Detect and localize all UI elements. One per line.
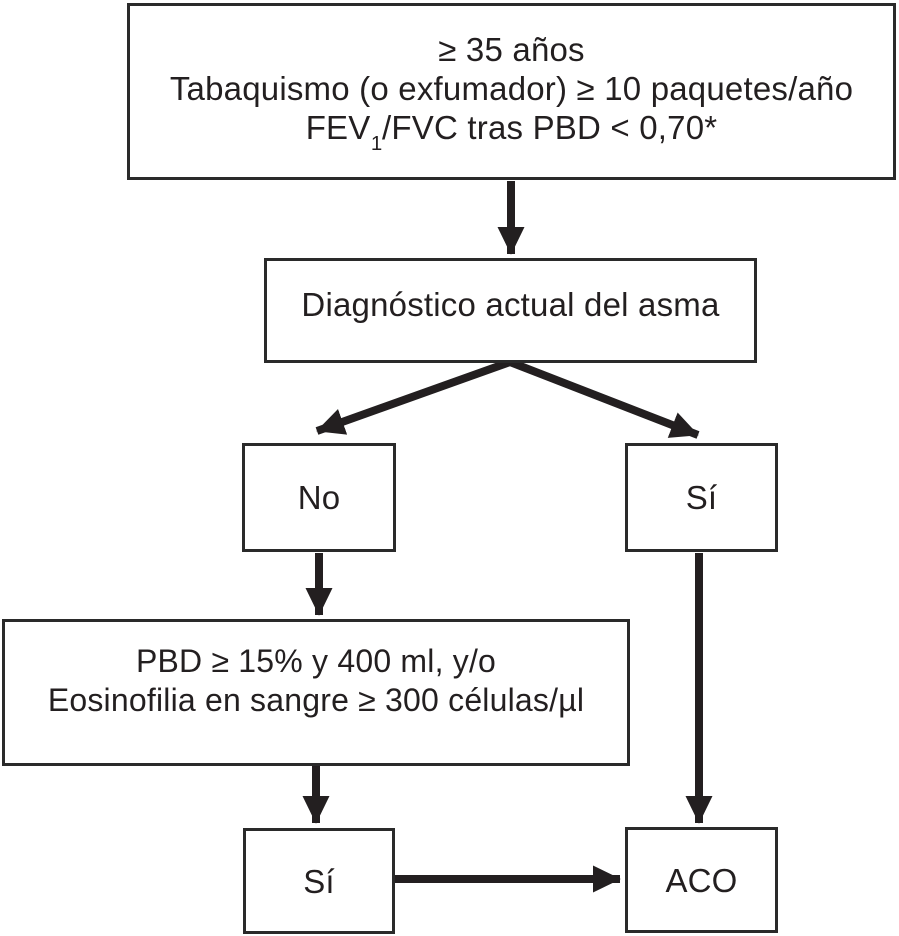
criteria-line-smoking: Tabaquismo (o exfumador) ≥ 10 paquetes/a… xyxy=(169,70,854,107)
no-box: No xyxy=(242,443,396,552)
arrow-diagnosis-to-no xyxy=(315,358,512,435)
arrow-diagnosis-to-si xyxy=(508,358,700,439)
asthma-diagnosis-label: Diagnóstico actual del asma xyxy=(301,286,720,323)
asthma-diagnosis-box: Diagnóstico actual del asma xyxy=(264,258,757,363)
no-label: No xyxy=(297,479,341,516)
si-box-right: Sí xyxy=(625,443,778,552)
si-box-bottom: Sí xyxy=(243,828,395,934)
criteria-line-age: ≥ 35 años xyxy=(438,31,585,68)
fev-prefix: FEV xyxy=(305,109,371,146)
aco-label: ACO xyxy=(665,861,738,899)
fev-subscript: 1 xyxy=(370,132,383,156)
pbd-line: PBD ≥ 15% y 400 ml, y/o xyxy=(135,642,497,679)
criteria-line-fev: FEV1/FVC tras PBD < 0,70* xyxy=(305,108,718,154)
fev-suffix: /FVC tras PBD < 0,70* xyxy=(382,109,718,146)
si-right-label: Sí xyxy=(685,479,718,516)
eosinophilia-line: Eosinofilia en sangre ≥ 300 células/µl xyxy=(47,681,585,718)
si-bottom-label: Sí xyxy=(303,862,335,900)
criteria-box: ≥ 35 años Tabaquismo (o exfumador) ≥ 10 … xyxy=(127,3,896,180)
pbd-eosinophilia-box: PBD ≥ 15% y 400 ml, y/o Eosinofilia en s… xyxy=(2,619,630,766)
aco-box: ACO xyxy=(625,827,778,933)
